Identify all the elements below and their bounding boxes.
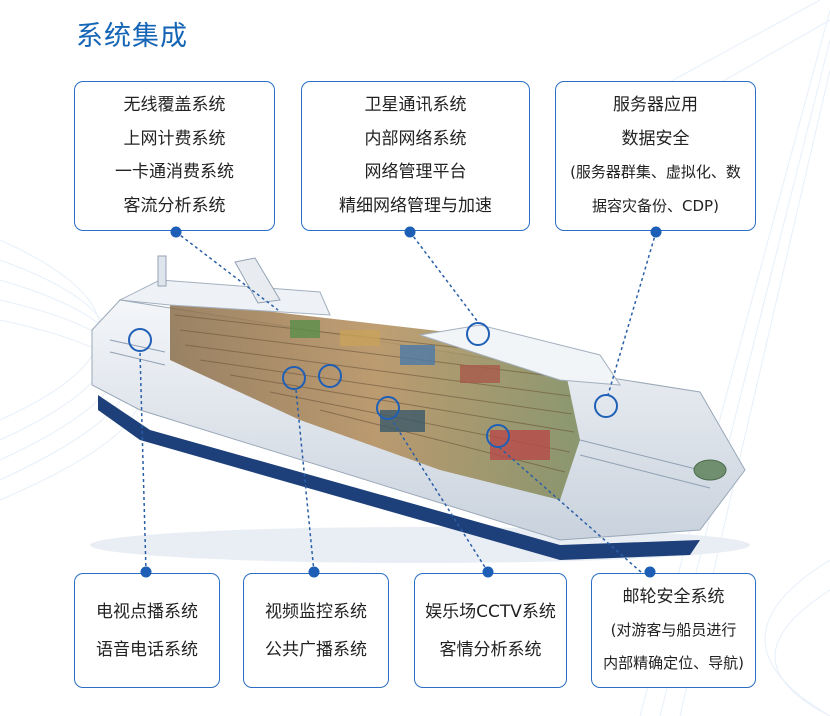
box-line: 娱乐场CCTV系统: [425, 601, 556, 622]
box-line: 客流分析系统: [123, 195, 226, 216]
box-line: 服务器应用: [613, 95, 698, 115]
system-box-casino: 娱乐场CCTV系统 客情分析系统: [414, 573, 567, 688]
box-line: 网络管理平台: [364, 162, 467, 182]
box-line: 上网计费系统: [123, 128, 226, 149]
connector-dot: [644, 566, 656, 578]
box-line: 视频监控系统: [265, 601, 367, 622]
box-line: 卫星通讯系统: [364, 95, 467, 115]
connector-dot: [404, 226, 416, 238]
box-line: 邮轮安全系统: [622, 587, 725, 607]
connector-dot: [650, 226, 662, 238]
box-line: 无线覆盖系统: [123, 95, 226, 115]
box-line: 精细网络管理与加速: [339, 195, 492, 216]
connector-dot: [170, 226, 182, 238]
system-box-network: 卫星通讯系统 内部网络系统 网络管理平台 精细网络管理与加速: [301, 81, 530, 231]
box-line: 电视点播系统: [96, 601, 198, 622]
box-line: 内部网络系统: [364, 128, 467, 149]
box-line: 内部精确定位、导航): [603, 654, 744, 672]
connector-dot: [140, 566, 152, 578]
connector-dot: [482, 566, 494, 578]
system-box-tv: 电视点播系统 语音电话系统: [74, 573, 220, 688]
box-line: 数据安全: [621, 128, 690, 149]
box-line: 客情分析系统: [439, 639, 542, 660]
box-line: 据容灾备份、CDP): [592, 196, 719, 215]
box-line: 一卡通消费系统: [115, 162, 234, 182]
box-line: 公共广播系统: [265, 639, 367, 660]
box-line: (服务器群集、虚拟化、数: [570, 163, 741, 181]
system-box-video: 视频监控系统 公共广播系统: [243, 573, 389, 688]
connector-dot: [308, 566, 320, 578]
system-box-server: 服务器应用 数据安全 (服务器群集、虚拟化、数 据容灾备份、CDP): [555, 81, 756, 231]
box-line: 语音电话系统: [96, 639, 198, 660]
system-box-wireless: 无线覆盖系统 上网计费系统 一卡通消费系统 客流分析系统: [74, 81, 275, 231]
box-line: (对游客与船员进行: [610, 621, 737, 639]
system-box-safety: 邮轮安全系统 (对游客与船员进行 内部精确定位、导航): [591, 573, 756, 688]
page-title: 系统集成: [76, 21, 188, 52]
